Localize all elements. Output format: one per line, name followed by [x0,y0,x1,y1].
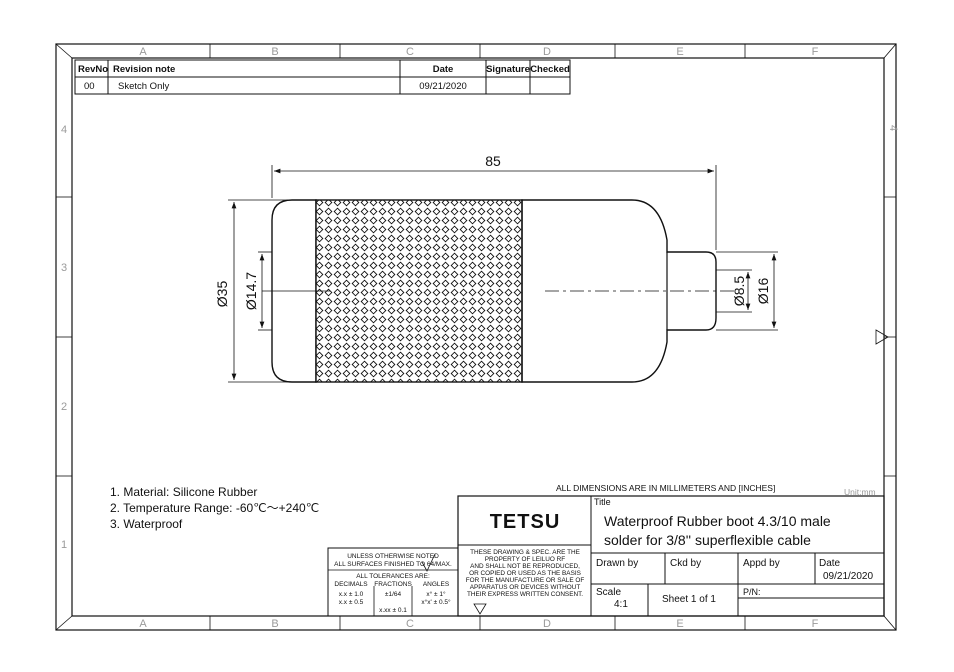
rev-header-date: Date [433,64,454,75]
zone-letter-bottom: C [406,618,414,630]
note-item: 1. Material: Silicone Rubber [110,485,257,499]
dim-tail-inner-diameter: Ø8.5 [731,276,747,307]
sheet-number: Sheet 1 of 1 [662,594,716,605]
zone-letter-bottom: A [139,618,147,630]
rev-cell-date: 09/21/2020 [419,81,467,92]
rev-header-checked: Checked [530,64,570,75]
zone-number-left: 4 [61,124,67,136]
notice-line: AND SHALL NOT BE REPRODUCED, [470,563,580,570]
rev-cell-revno: 00 [84,81,95,92]
zone-letter-top: D [543,46,551,58]
tol-fraction: ±1/64 [385,591,402,598]
part-number-label: P/N: [743,587,761,597]
zone-letter-bottom: F [812,618,819,630]
notice-line: THESE DRAWING & SPEC. ARE THE [470,549,580,556]
title-block: TETSU THESE DRAWING & SPEC. ARE THE PROP… [457,495,885,617]
revision-table: RevNo Revision note Date Signature Check… [74,59,571,95]
drawn-by-label: Drawn by [596,558,638,569]
notice-line: OR COPIED OR USED AS THE BASIS [469,570,581,577]
tol-angle: x°x' ± 0.5° [421,598,451,606]
tol-header-angles: ANGLES [423,581,450,588]
ckd-by-label: Ckd by [670,558,701,569]
zone-labels: A B C D E F A B C D E F 4 3 2 1 4 [61,46,899,630]
note-item: 2. Temperature Range: -60℃～+240℃ [110,501,319,515]
units-note: ALL DIMENSIONS ARE IN MILLIMETERS AND [I… [556,483,775,493]
tol-header-decimals: DECIMALS [334,581,368,588]
tol-decimal: x.xx ± 0.1 [379,607,407,614]
tol-decimal: x.x ± 1.0 [339,591,364,598]
zone-letter-bottom: D [543,618,551,630]
tol-line3: ALL TOLERANCES ARE: [356,573,430,580]
company-logo: TETSU [490,511,561,533]
tol-line1: UNLESS OTHERWISE NOTED [347,553,439,560]
date-value: 09/21/2020 [823,571,873,582]
tolerance-block: UNLESS OTHERWISE NOTED ALL SURFACES FINI… [327,547,459,617]
zone-number-left: 2 [61,401,67,413]
zone-number-left: 3 [61,262,67,274]
tol-header-fractions: FRACTIONS [374,581,412,588]
zone-letter-top: E [676,46,683,58]
dimensions: 85 Ø35 Ø14.7 Ø8.5 Ø16 [214,153,778,383]
zone-letter-bottom: B [271,618,278,630]
title-label: Title [594,497,611,507]
rev-header-revno: RevNo [78,64,108,75]
zone-letter-top: B [271,46,278,58]
appd-by-label: Appd by [743,558,780,569]
surface-finish-icon [421,553,436,572]
rev-header-note: Revision note [113,64,175,75]
scale-value: 4:1 [614,599,628,610]
zone-letter-top: F [812,46,819,58]
knurled-grip [315,199,523,383]
title-line1: Waterproof Rubber boot 4.3/10 male [604,513,831,529]
notice-line: PROPERTY OF LEILUO RF [485,556,565,563]
notice-line: FOR THE MANUFACTURE OR SALE OF [466,577,585,584]
boot-tail-body [521,199,717,383]
dim-body-diameter: Ø35 [214,281,230,308]
note-item: 3. Waterproof [110,517,183,531]
tol-decimal: x.x ± 0.5 [339,599,364,606]
tol-angle: x° ± 1° [426,590,446,598]
notice-line: APPARATUS OR DEVICES WITHOUT [470,584,581,591]
dim-tail-outer-diameter: Ø16 [755,278,771,305]
zone-letter-top: C [406,46,414,58]
dim-overall-length: 85 [485,153,501,169]
zone-number-right: 4 [887,125,899,131]
scale-label: Scale [596,587,621,598]
rev-cell-note: Sketch Only [118,81,169,92]
zone-letter-bottom: E [676,618,683,630]
title-line2: solder for 3/8'' superflexible cable [604,532,811,548]
notes: 1. Material: Silicone Rubber 2. Temperat… [110,485,319,531]
zone-letter-top: A [139,46,147,58]
notice-line: THEIR EXPRESS WRITTEN CONSENT. [467,591,583,598]
date-label: Date [819,558,841,569]
tol-line2: ALL SURFACES FINISHED TO 64/MAX. [334,561,452,568]
rubber-boot-part [262,199,736,383]
zone-number-left: 1 [61,539,67,551]
unit-label: Unit:mm [844,487,876,497]
dim-inner-diameter: Ø14.7 [243,272,259,310]
rev-header-signature: Signature [486,64,530,75]
